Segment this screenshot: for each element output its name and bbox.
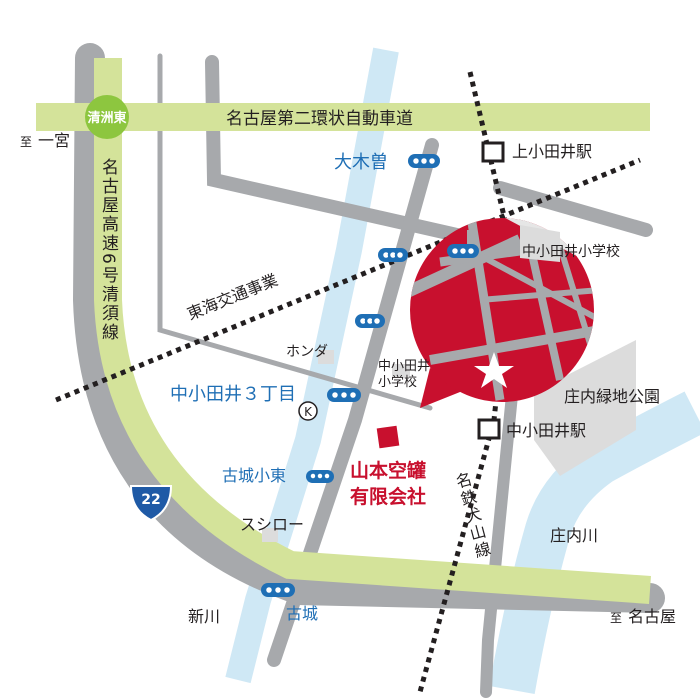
shonai-river-label: 庄内川: [550, 526, 598, 545]
shinkawa-label: 新川: [188, 607, 220, 626]
roads: [72, 43, 665, 698]
ichinomiya-label: 一宮: [38, 131, 70, 150]
three-dot-bus-stop-icon: [408, 154, 440, 168]
station-square-icon: [477, 418, 501, 440]
nakaotai-3-label: 中小田井３丁目: [170, 384, 296, 405]
k-circle-icon: K: [298, 401, 318, 421]
shinkawa-river: [225, 47, 399, 684]
ichinomiya-prefix: 至: [20, 135, 32, 149]
kami-school-block: [520, 225, 560, 262]
shonai-river: [489, 391, 700, 695]
svg-text:K: K: [304, 405, 313, 419]
okizo-label: 大木曽: [334, 152, 388, 173]
ring-road-label: 名古屋第二環状自動車道: [226, 109, 413, 129]
school-building: [392, 364, 410, 378]
rivers: [225, 47, 700, 695]
honda-building: [318, 350, 334, 364]
naka-school-label-1: 中小田井: [378, 359, 430, 374]
three-dot-bus-stop-icon: [378, 248, 408, 262]
station-square-icon: [481, 141, 505, 163]
sushiro-building: [262, 528, 278, 542]
three-dot-bus-stop-icon: [261, 583, 295, 597]
kami-school-label: 中小田井小学校: [522, 243, 620, 260]
park-label: 庄内緑地公園: [564, 387, 660, 406]
road-thin-left: [157, 53, 433, 411]
shonai-ryokuchi-park: [534, 340, 636, 476]
three-dot-bus-stop-icon: [447, 244, 479, 258]
route6-expressway: [94, 58, 651, 604]
kami-otai-station-label: 上小田井駅: [512, 142, 592, 161]
honda-label: ホンダ: [286, 344, 328, 360]
company-name-line2: 有限会社: [350, 485, 426, 508]
three-dot-bus-stop-icon: [306, 470, 334, 483]
naka-school-label-2: 小学校: [378, 374, 417, 390]
expressways: [36, 58, 651, 604]
furushiro-label: 古城: [286, 604, 318, 623]
star-icon: [474, 352, 514, 388]
furushiro-east-label: 古城小東: [222, 466, 286, 485]
route6-label: 名古屋高速6号清須線: [98, 158, 119, 342]
junction-marker: 清洲東: [85, 95, 129, 139]
company-marker: [376, 425, 400, 449]
pin-tail: [420, 368, 470, 408]
bus-stops: [261, 154, 479, 597]
three-dot-bus-stop-icon: [327, 388, 361, 402]
nagoya-label: 名古屋: [628, 607, 676, 626]
company-name-line1: 山本空罐: [350, 459, 426, 482]
sushiro-label: スシロー: [240, 515, 304, 534]
naka-otai-station-label: 中小田井駅: [506, 421, 586, 440]
route-22-label: 22: [141, 492, 160, 508]
junction-label: 清洲東: [87, 110, 126, 126]
road-north-to-pin: [205, 55, 477, 245]
road-upper-right: [493, 181, 653, 237]
road-route22-inner: [72, 43, 665, 613]
meitetsu-label: 名鉄犬山線: [451, 470, 493, 562]
nagoya-prefix: 至: [610, 611, 622, 625]
road-parallel-east: [480, 389, 518, 698]
route-22-shield: 22: [129, 485, 173, 522]
tokai-railway-label: 東海交通事業: [184, 270, 280, 324]
three-dot-bus-stop-icon: [355, 314, 385, 328]
